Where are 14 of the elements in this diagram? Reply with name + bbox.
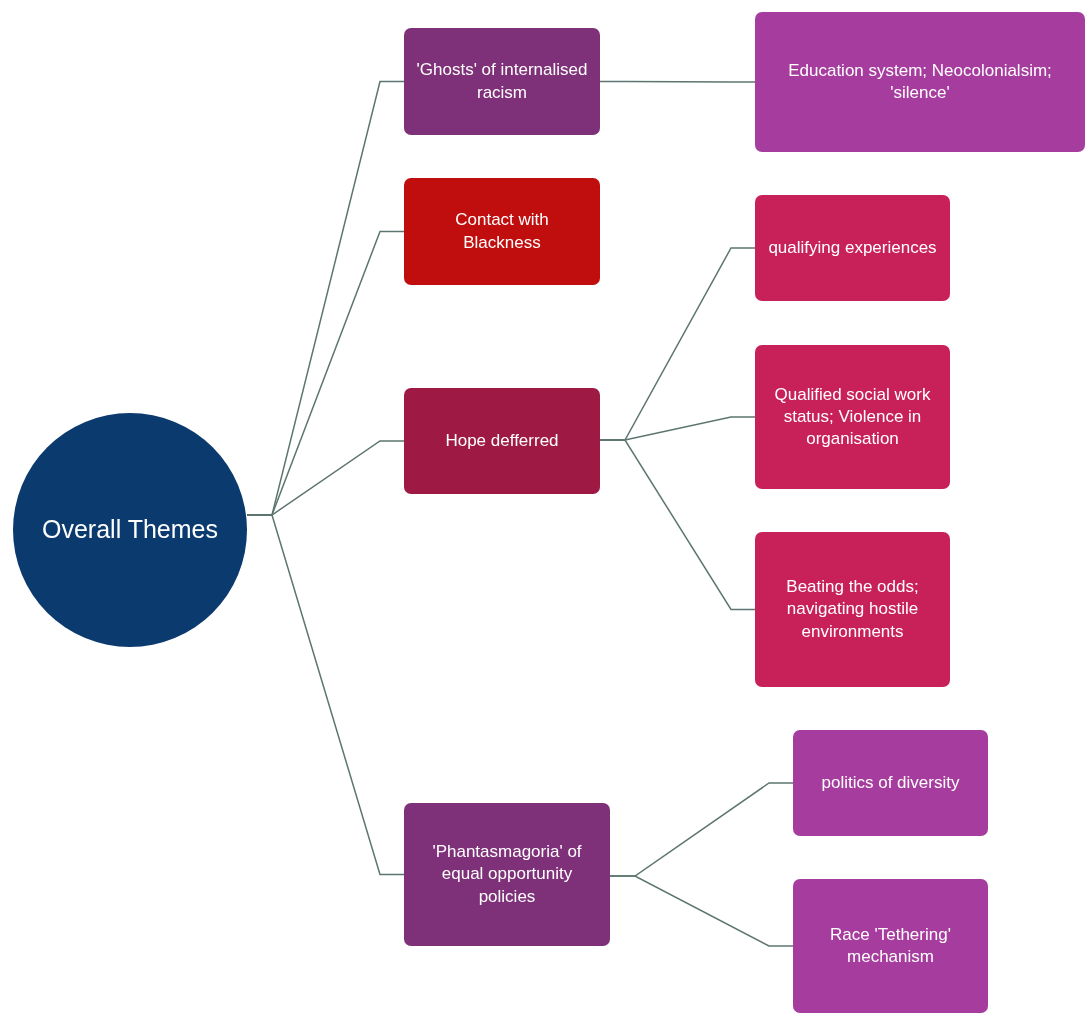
theme-box: Education system; Neocolonialsim; 'silence'	[755, 12, 1085, 152]
connector-line	[599, 80, 756, 83]
connector-line	[609, 875, 794, 947]
theme-box: Beating the odds; navigating hostile environments	[755, 532, 950, 687]
theme-box: politics of diversity	[793, 730, 988, 836]
theme-box: qualifying experiences	[755, 195, 950, 301]
connector-line	[599, 439, 756, 611]
theme-box: Contact with Blackness	[404, 178, 600, 285]
theme-box: Hope defferred	[404, 388, 600, 494]
theme-box: 'Phantasmagoria' of equal opportunity policies	[404, 803, 610, 946]
theme-box: Qualified social work status; Violence in organisation	[755, 345, 950, 489]
theme-box: Race 'Tethering' mechanism	[793, 879, 988, 1013]
theme-circle: Overall Themes	[13, 413, 247, 647]
theme-box: 'Ghosts' of internalised racism	[404, 28, 600, 135]
